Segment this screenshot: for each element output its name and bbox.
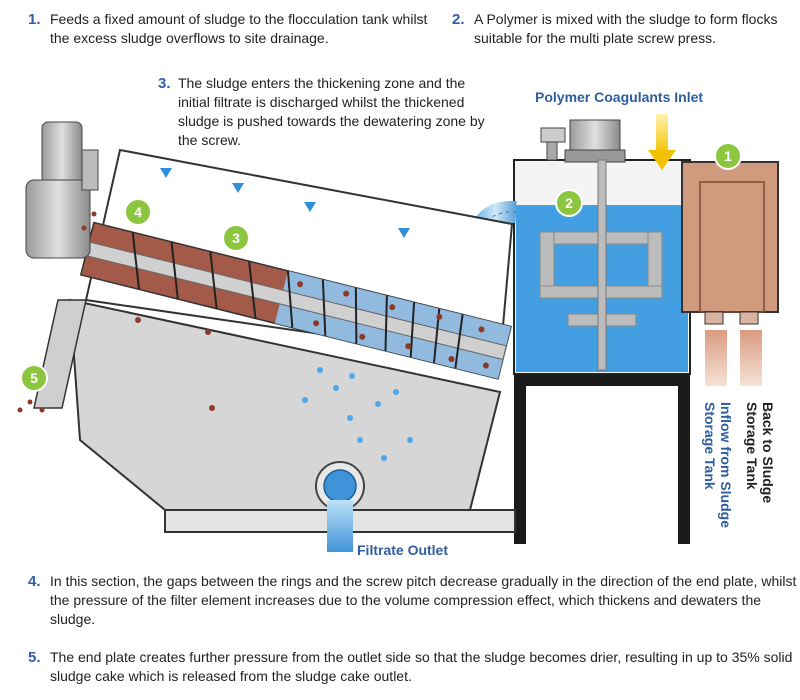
note-3-number: 3. [158,75,171,92]
note-5-number: 5. [28,649,41,666]
inflow-arrow [705,330,727,386]
note-5-text: The end plate creates further pressure f… [50,649,793,684]
polymer-inlet-label: Polymer Coagulants Inlet [535,89,704,105]
note-2-number: 2. [452,11,465,28]
drive-motor [25,121,99,259]
tank-support-frame [514,372,690,544]
back-to-storage-arrow [740,330,762,386]
marker-3: 3 [222,224,250,252]
marker-4: 4 [124,198,152,226]
marker-3-label: 3 [232,230,240,246]
filtrate-outlet [315,461,365,552]
note-1: 1. Feeds a fixed amount of sludge to the… [28,10,428,48]
filtrate-drops [302,367,413,461]
note-4-text: In this section, the gaps between the ri… [50,573,797,627]
marker-1: 1 [714,142,742,170]
marker-1-label: 1 [724,148,732,164]
filtrate-outlet-label: Filtrate Outlet [357,542,449,558]
overflow-box [681,161,779,325]
note-3: 3. The sludge enters the thickening zone… [158,74,498,150]
marker-5: 5 [20,364,48,392]
note-5: 5. The end plate creates further pressur… [28,648,798,686]
note-4: 4. In this section, the gaps between the… [28,572,798,629]
marker-4-label: 4 [134,204,142,220]
note-2-text: A Polymer is mixed with the sludge to fo… [474,11,778,46]
agitator [540,119,626,371]
marker-2-label: 2 [565,195,573,211]
marker-2: 2 [555,189,583,217]
screw-barrel [79,221,513,380]
note-3-text: The sludge enters the thickening zone an… [178,75,485,148]
note-1-text: Feeds a fixed amount of sludge to the fl… [50,11,428,46]
sludge-drops [17,211,215,413]
back-to-storage-label: Back to Sludge Storage Tank [744,402,776,504]
marker-5-label: 5 [30,370,38,386]
note-1-number: 1. [28,11,41,28]
note-2: 2. A Polymer is mixed with the sludge to… [452,10,797,48]
polymer-inlet-arrow [648,114,676,170]
spray-nozzles [160,168,410,238]
inflow-label: Inflow from Sludge Storage Tank [702,402,734,528]
note-4-number: 4. [28,573,41,590]
